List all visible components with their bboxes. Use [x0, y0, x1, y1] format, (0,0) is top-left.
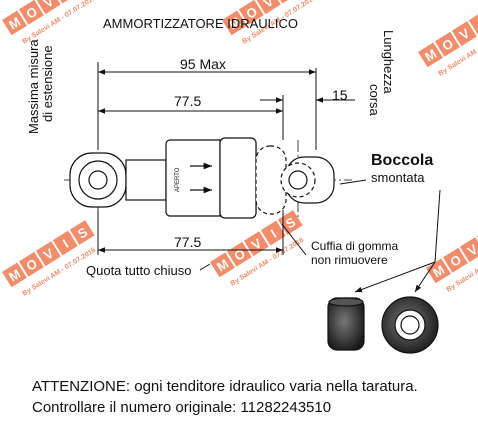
bushing-leader [339, 179, 367, 185]
watermark-letter-box [418, 42, 443, 68]
body-text: APERTO [175, 167, 181, 192]
dim-77-top-label: 77.5 [174, 93, 202, 109]
left-eye-bore [88, 170, 108, 190]
watermark-letter-box [52, 230, 78, 256]
watermark-letter-box [255, 0, 281, 15]
dimension-lines [97, 62, 355, 255]
watermark-letter-box [459, 237, 478, 263]
dim-15-label: 15 [332, 87, 348, 103]
max-extension-label-1: Massima misura [26, 39, 41, 134]
damper [69, 137, 335, 219]
watermark-letter-box [468, 10, 478, 36]
watermark-letter: I [268, 226, 279, 241]
watermark-letter-box [2, 262, 27, 288]
left-neck [125, 159, 167, 201]
watermark-letter-box [260, 220, 286, 246]
bushing-subtitle: smontata [371, 170, 425, 185]
bushing-arrow-left [354, 261, 436, 293]
watermark-letter: V [41, 0, 57, 11]
watermark-letter-box [18, 0, 44, 25]
watermark-letter-box [210, 252, 235, 278]
watermark-letter: V [261, 0, 277, 11]
watermark-letter-box [69, 220, 95, 245]
watermark-letter-box [426, 258, 451, 284]
boot-label-1: Cuffia di gomma [311, 239, 399, 253]
watermark-letter-box [2, 10, 27, 36]
bushing-to-parts-leader [434, 189, 441, 263]
stroke-label-2: corsa [367, 84, 382, 116]
watermark-letter-box [277, 210, 303, 235]
watermark-letter-box [442, 247, 468, 273]
dim-77-bottom-label: 77.5 [174, 234, 202, 250]
boot-label-2: non rimuovere [311, 253, 388, 267]
watermark-letter-box [18, 251, 44, 277]
closed-leader [199, 263, 211, 271]
diagram-title: AMMORTIZZATORE IDRAULICO [103, 16, 299, 31]
bushing-title: Boccola [371, 152, 434, 169]
bushing-front-bore [400, 315, 420, 335]
warning-note-line2: Controllare il numero originale: 1128224… [32, 399, 332, 416]
fully-closed-label: Quota tutto chiuso [86, 263, 192, 278]
stroke-label-1: Lunghezza [381, 30, 396, 94]
detached-bushing [327, 296, 439, 354]
watermark-letter-box [35, 241, 61, 267]
bushing-arrow-right [414, 261, 436, 293]
watermark-letter-box [451, 21, 477, 47]
dim-95-label: 95 Max [180, 56, 226, 72]
bushing-side-top [328, 297, 364, 307]
boot-leader [281, 223, 307, 256]
watermark-letter-box [222, 10, 247, 36]
right-eye-bore [288, 170, 308, 190]
max-extension-label-2: di estensione [40, 45, 55, 122]
watermark-letter-box [434, 31, 460, 57]
cylinder-cap [219, 137, 257, 219]
warning-note-line1: ATTENZIONE: ogni tenditore idraulico var… [32, 378, 418, 395]
watermark-letter-box [35, 0, 61, 15]
watermark-letter: I [60, 236, 71, 251]
watermark-letter-box [238, 0, 264, 25]
leader-lines [199, 179, 441, 293]
